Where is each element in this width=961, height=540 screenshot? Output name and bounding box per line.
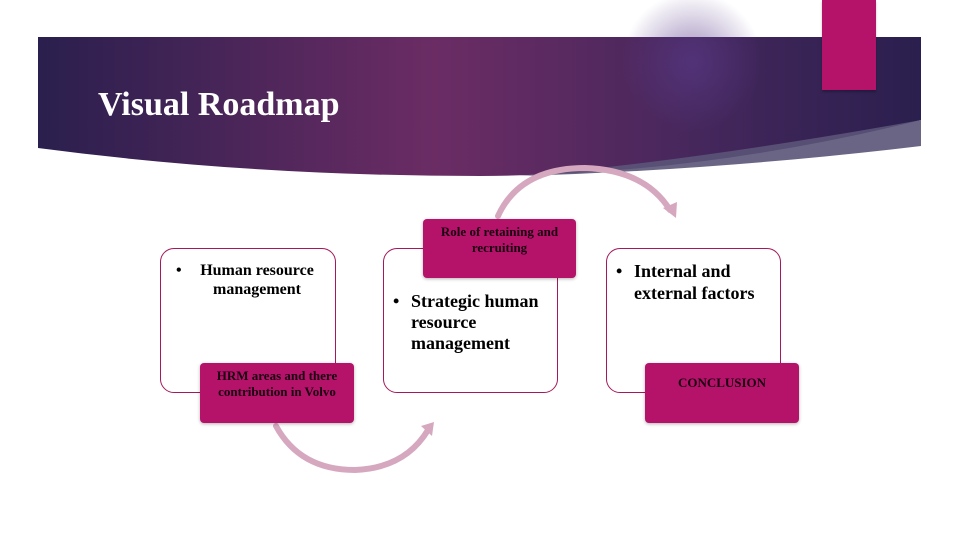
roadmap-bullet-3: • Internal and external factors: [616, 260, 778, 304]
arrow-step-1-to-2: [273, 422, 434, 474]
slide-title: Visual Roadmap: [98, 86, 340, 123]
roadmap-label-3-text: CONCLUSION: [677, 375, 767, 390]
roadmap-bullet-1: • Human resource management: [176, 261, 328, 299]
roadmap-label-2: Role of retaining and recruiting: [423, 219, 576, 278]
roadmap-label-1-text: HRM areas and there contribution in Volv…: [216, 368, 338, 399]
roadmap-bullet-2: • Strategic human resource management: [393, 291, 555, 354]
bullet-dot-icon: •: [616, 261, 623, 281]
header-banner: [38, 0, 921, 176]
roadmap-label-2-text: Role of retaining and recruiting: [440, 224, 559, 255]
roadmap-bullet-1-text: Human resource management: [200, 262, 314, 298]
roadmap-bullet-2-text: Strategic human resource management: [411, 291, 539, 353]
roadmap-label-3: CONCLUSION: [645, 363, 799, 423]
bullet-dot-icon: •: [176, 262, 182, 279]
roadmap-label-1: HRM areas and there contribution in Volv…: [200, 363, 354, 423]
roadmap-bullet-3-text: Internal and external factors: [634, 261, 755, 303]
accent-bar: [822, 0, 876, 90]
bullet-dot-icon: •: [393, 291, 400, 311]
